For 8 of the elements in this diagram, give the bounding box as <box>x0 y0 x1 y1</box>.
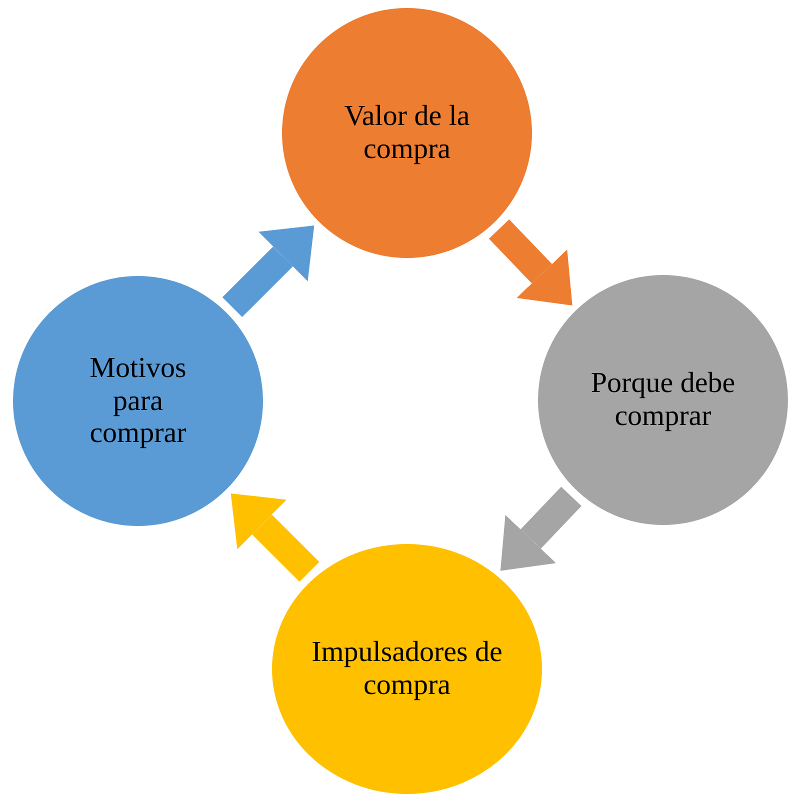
node-label: Porque debe comprar <box>590 367 736 433</box>
node-label: Impulsadores de compra <box>310 636 504 702</box>
block-arrow <box>488 219 572 306</box>
node-label: Motivos para comprar <box>88 352 188 450</box>
node-label: Valor de la compra <box>343 100 471 166</box>
block-arrow <box>222 225 314 318</box>
block-arrow <box>500 486 582 571</box>
block-arrow <box>230 493 320 582</box>
